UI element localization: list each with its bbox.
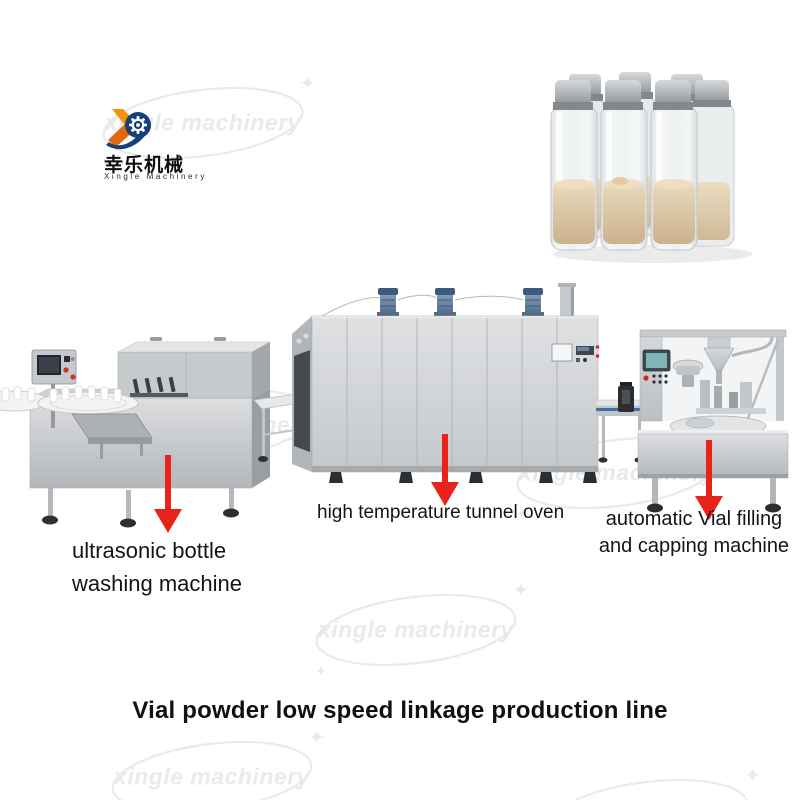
label-line: and capping machine	[598, 535, 790, 557]
oven-motor	[377, 288, 399, 317]
vial-cap	[555, 80, 591, 106]
oven-control-panel	[551, 343, 600, 362]
nozzle-manifold	[130, 376, 188, 397]
oven-chimney	[558, 283, 576, 316]
product-title: Vial powder low speed linkage production…	[132, 697, 668, 724]
base-cabinet	[637, 433, 789, 479]
label-filling-machine: automatic Vial filling and capping machi…	[594, 506, 794, 560]
oven-body	[311, 315, 599, 473]
vial-front-row	[550, 80, 698, 251]
frame-brace	[746, 339, 780, 419]
control-screen	[551, 343, 573, 362]
label-line: high temperature tunnel oven	[317, 502, 565, 523]
washing-machine-illustration	[0, 337, 271, 528]
label-line: automatic Vial filling	[605, 508, 783, 530]
down-arrow-washing	[154, 455, 182, 538]
oven-motor	[434, 288, 456, 317]
tunnel-oven-illustration	[292, 283, 600, 483]
vial-cap	[605, 80, 641, 106]
frame-right-post	[776, 337, 784, 421]
filling-machine-illustration	[637, 329, 789, 513]
label-washing-machine: ultrasonic bottle washing machine	[72, 534, 242, 600]
logo-name-english: Xingle Machinery	[104, 172, 207, 181]
filling-control-panel	[642, 349, 671, 384]
label-line: washing machine	[72, 571, 242, 596]
panel-button	[643, 375, 649, 381]
vials-photo	[550, 72, 753, 263]
vial	[600, 80, 648, 251]
machine-legs	[42, 482, 239, 528]
panel-button	[70, 374, 76, 380]
oven-infeed-opening	[294, 350, 310, 452]
panel-button	[63, 367, 69, 373]
vial-powder	[694, 182, 730, 240]
vial-powder	[653, 182, 695, 244]
machine-side	[252, 389, 270, 488]
oven-panel-seams	[346, 318, 558, 470]
cap-sorter-bowl	[672, 359, 704, 387]
oven-motor	[522, 288, 544, 317]
logo-name-chinese: 幸乐机械	[104, 155, 185, 176]
red-arrow-icon	[431, 434, 459, 506]
frame-top-beam	[639, 329, 787, 338]
down-arrow-oven	[431, 434, 459, 511]
red-arrow-icon	[695, 440, 723, 520]
vials-shadow	[553, 245, 753, 263]
conveyor-clamp-device	[618, 382, 634, 412]
washing-hood	[117, 337, 271, 399]
filling-hopper	[703, 337, 735, 384]
machine-feet	[329, 472, 597, 483]
hood-handle	[214, 337, 226, 341]
hood-handle	[150, 337, 162, 341]
label-tunnel-oven: high temperature tunnel oven	[317, 502, 564, 524]
logo-gear-icon	[129, 116, 147, 134]
vial	[689, 80, 735, 247]
machine-legs	[647, 478, 781, 513]
logo-mark	[106, 109, 151, 150]
filling-heads	[696, 380, 766, 414]
frame-pipe	[731, 336, 774, 358]
label-line: ultrasonic bottle	[72, 538, 227, 563]
discharge-tray	[71, 413, 153, 459]
vial-cap	[655, 80, 691, 106]
vial	[650, 80, 698, 251]
red-arrow-icon	[154, 455, 182, 533]
vial	[550, 80, 598, 251]
bottle-turntable	[0, 385, 139, 415]
control-screen	[646, 353, 667, 368]
down-arrow-filling	[695, 440, 723, 525]
panel-button	[64, 356, 70, 362]
vial-powder	[603, 182, 645, 244]
vial-powder	[553, 182, 595, 244]
motor-cables	[321, 294, 524, 317]
